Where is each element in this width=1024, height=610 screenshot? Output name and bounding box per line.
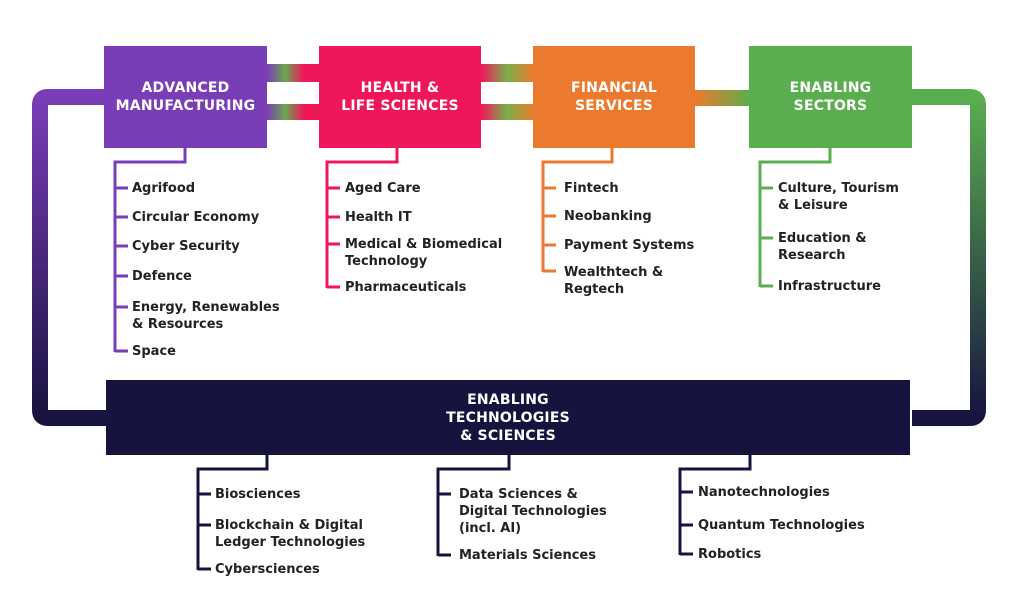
financial-title: FINANCIAL xyxy=(570,80,658,96)
list-item: Robotics xyxy=(698,547,762,562)
list-item: Pharmaceuticals xyxy=(345,280,467,295)
list-item: Quantum Technologies xyxy=(698,518,865,533)
tech-title-1: ENABLING xyxy=(467,391,549,408)
advanced-manufacturing-tree xyxy=(113,148,187,353)
list-item: Cyber Security xyxy=(132,239,240,254)
enabling-sectors-title-2: SECTORS xyxy=(793,98,868,114)
enabling-sectors-box: ENABLING SECTORS xyxy=(749,46,912,148)
list-item: Wealthtech &Regtech xyxy=(564,265,664,297)
list-item: Data Sciences &Digital Technologies(incl… xyxy=(459,487,607,536)
list-item: Infrastructure xyxy=(778,279,881,294)
health-title: HEALTH & xyxy=(360,80,440,96)
advanced-manufacturing-title-2: MANUFACTURING xyxy=(115,98,256,114)
list-item: Culture, Tourism& Leisure xyxy=(778,181,899,213)
list-item: Health IT xyxy=(345,210,412,225)
tech-title-2: TECHNOLOGIES xyxy=(446,409,570,426)
advanced-manufacturing-title: ADVANCED xyxy=(141,80,230,96)
list-item: Circular Economy xyxy=(132,210,260,225)
tech-title-3: & SCIENCES xyxy=(460,427,556,444)
list-item: Biosciences xyxy=(215,487,301,502)
health-title-2: LIFE SCIENCES xyxy=(341,98,459,114)
list-item: Aged Care xyxy=(345,181,421,196)
list-item: Energy, Renewables& Resources xyxy=(132,300,280,332)
technologies-tree xyxy=(196,455,752,571)
list-item: Defence xyxy=(132,269,192,284)
list-item: Materials Sciences xyxy=(459,548,596,563)
list-item: Nanotechnologies xyxy=(698,485,830,500)
list-item: Agrifood xyxy=(132,181,196,196)
list-item: Cybersciences xyxy=(215,562,320,577)
financial-title-2: SERVICES xyxy=(575,98,653,114)
financial-tree xyxy=(541,148,614,273)
financial-services-box: FINANCIAL SERVICES xyxy=(533,46,695,148)
enabling-sectors-tree xyxy=(758,148,832,288)
list-item: Space xyxy=(132,344,176,359)
list-item: Fintech xyxy=(564,181,619,196)
list-item: Education &Research xyxy=(778,231,867,263)
advanced-manufacturing-box: ADVANCED MANUFACTURING xyxy=(104,46,267,148)
list-item: Neobanking xyxy=(564,209,652,224)
enabling-sectors-title: ENABLING xyxy=(789,80,872,96)
list-item: Payment Systems xyxy=(564,238,695,253)
health-life-sciences-box: HEALTH & LIFE SCIENCES xyxy=(319,46,481,148)
health-tree xyxy=(325,148,399,289)
